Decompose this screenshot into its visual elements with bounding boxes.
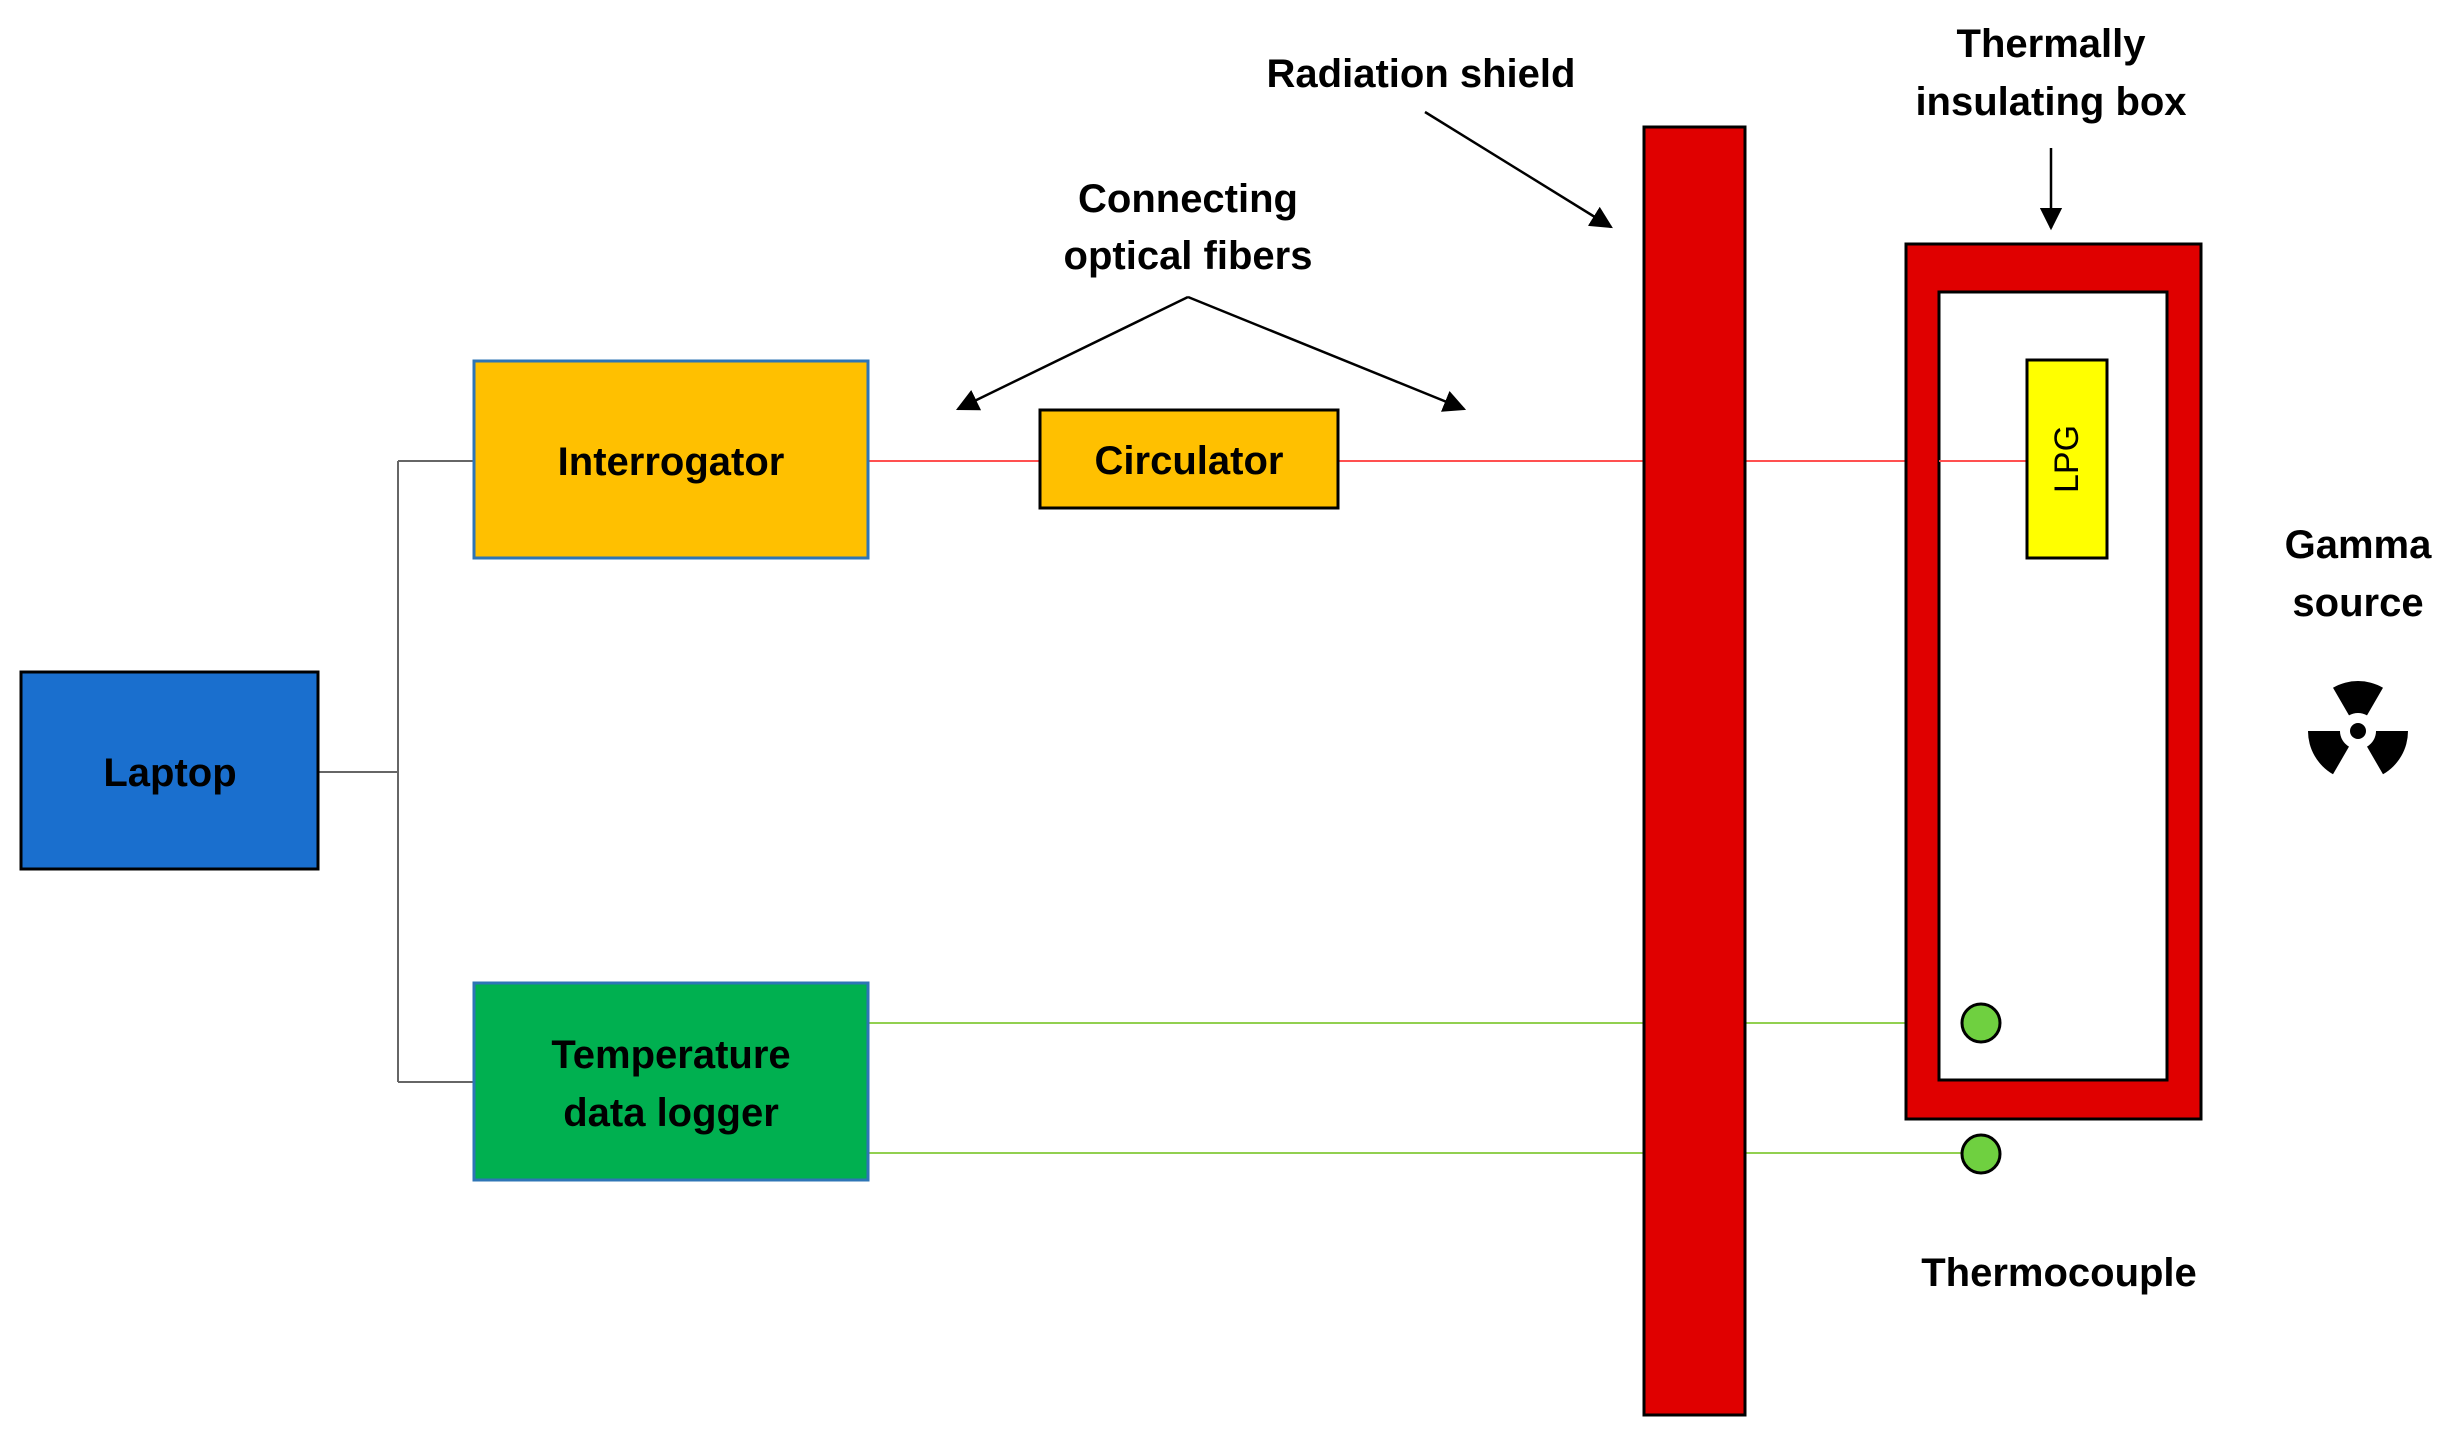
insulating-box-label-line2: insulating box	[1915, 80, 2186, 124]
data-logger-box: Temperature data logger	[472, 981, 870, 1182]
gamma-source-label-line1: Gamma	[2285, 523, 2432, 567]
data-logger-label-line2: data logger	[563, 1091, 779, 1135]
insulating-box-label-line1: Thermally	[1957, 22, 2147, 66]
connecting-fibers-arrows	[955, 295, 1467, 412]
laptop-box: Laptop	[19, 670, 320, 871]
laptop-connections	[318, 460, 474, 1083]
thermocouple-wires	[868, 1022, 1966, 1154]
interrogator-label: Interrogator	[558, 440, 785, 484]
data-logger-label-line1: Temperature	[551, 1033, 790, 1077]
circulator-box: Circulator	[1038, 408, 1340, 510]
lpg-sensor: LPG	[2025, 358, 2109, 560]
radiation-shield-label: Radiation shield	[1267, 52, 1576, 96]
gamma-source-label-line2: source	[2292, 581, 2423, 625]
laptop-label: Laptop	[103, 751, 236, 795]
circulator-label: Circulator	[1095, 439, 1284, 483]
lpg-label: LPG	[2048, 425, 2086, 493]
thermocouple-label: Thermocouple	[1921, 1251, 2197, 1295]
radiation-shield	[1642, 125, 1747, 1417]
thermocouple-inside	[1960, 1002, 2002, 1044]
connecting-fibers-label-line2: optical fibers	[1064, 234, 1313, 278]
thermocouple-outside	[1960, 1133, 2002, 1175]
interrogator-box: Interrogator	[472, 359, 870, 560]
radiation-shield-arrow	[1424, 110, 1613, 229]
connecting-fibers-label-line1: Connecting	[1078, 177, 1298, 221]
radiation-trefoil-icon	[2308, 681, 2408, 775]
